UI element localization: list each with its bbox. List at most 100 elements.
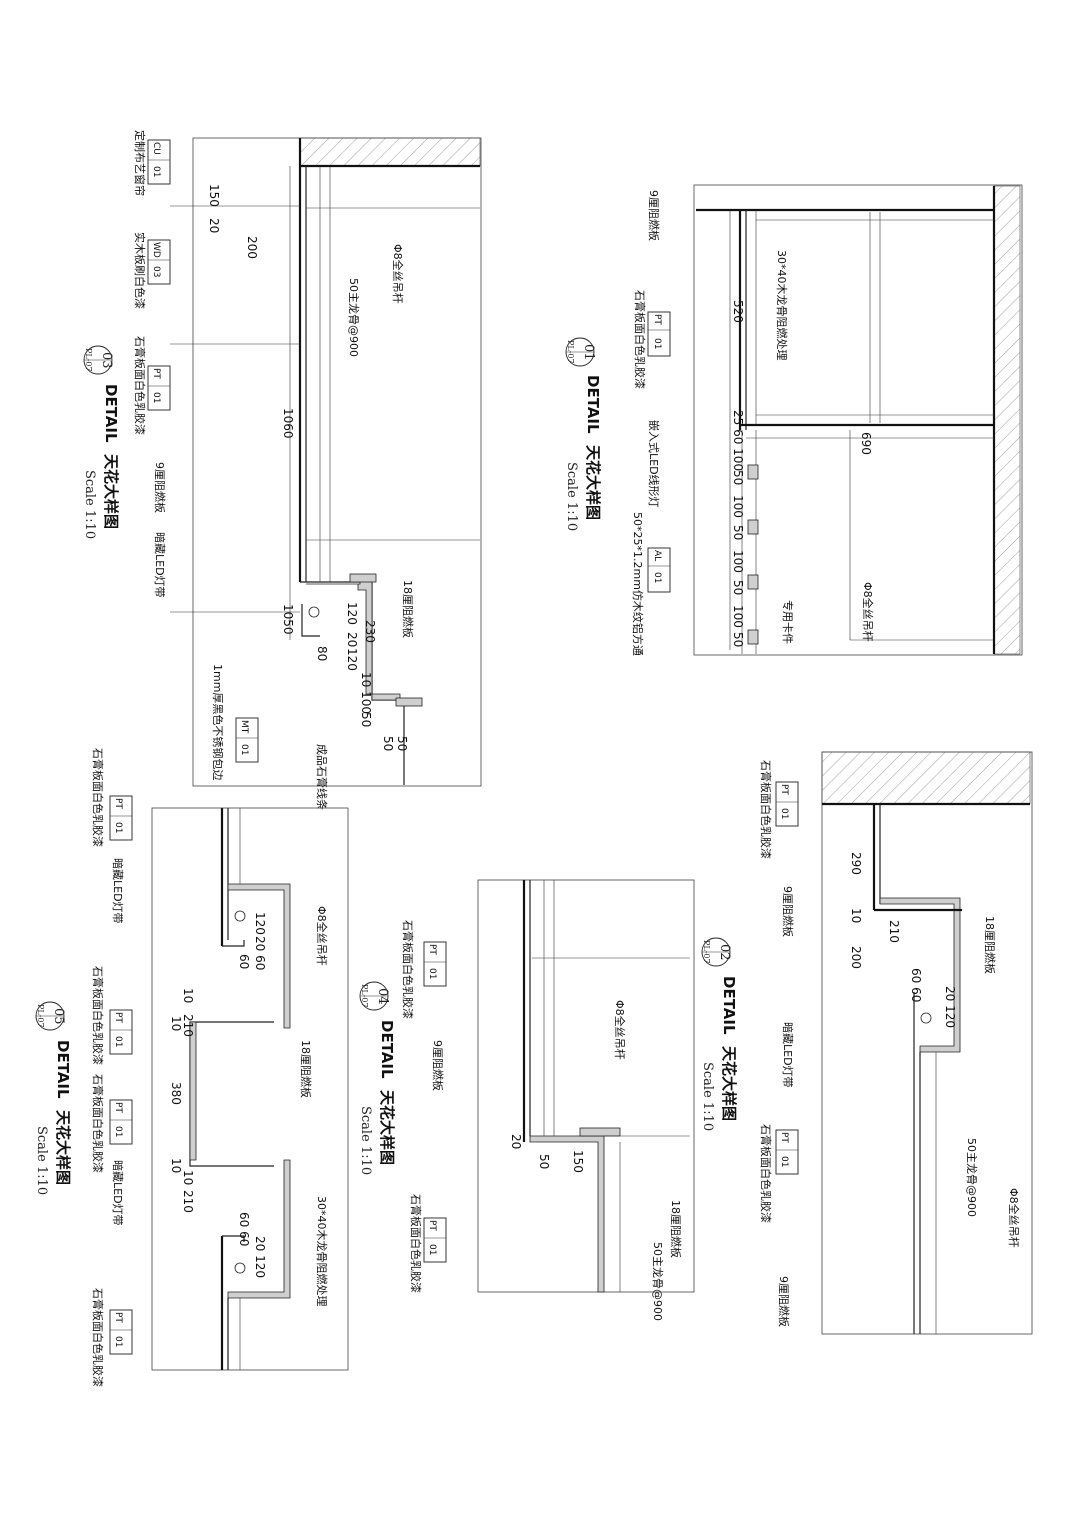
detail-05: 120 20 60 60 10 210 10 380 10 10 210 60 …: [34, 748, 349, 1387]
svg-text:02: 02: [717, 944, 732, 961]
svg-text:120: 120: [345, 602, 359, 625]
svg-text:PT: PT: [779, 1132, 789, 1143]
svg-text:Scale 1:10: Scale 1:10: [34, 1126, 49, 1195]
svg-text:01: 01: [151, 166, 161, 177]
detail-03-title: 03 PL-07 DETAIL 天花大样图 Scale 1:10: [82, 345, 120, 539]
svg-text:03: 03: [99, 352, 114, 369]
svg-text:100: 100: [731, 495, 745, 518]
detail-05-notes: 石膏板面白色乳胶漆 PT 01 暗藏LED灯带 Φ8全丝吊杆 石膏板面白色乳胶漆…: [91, 748, 329, 1387]
svg-text:PT: PT: [427, 1220, 437, 1231]
svg-text:210: 210: [181, 1190, 195, 1213]
svg-text:20: 20: [207, 218, 221, 233]
svg-text:石膏板面白色乳胶漆: 石膏板面白色乳胶漆: [633, 290, 647, 389]
svg-text:20 120: 20 120: [943, 986, 957, 1028]
svg-text:天花大样图: 天花大样图: [54, 1110, 72, 1185]
svg-text:实木板刷白色漆: 实木板刷白色漆: [133, 232, 147, 309]
wall-hatch: [299, 137, 481, 167]
svg-text:05: 05: [51, 1008, 66, 1025]
svg-text:石膏板面白色乳胶漆: 石膏板面白色乳胶漆: [91, 966, 105, 1065]
svg-text:PT: PT: [113, 1102, 123, 1113]
detail-03-notes: 定制布艺窗帘 CU 01 实木板刷白色漆 WD 03 石膏板面白色乳胶漆 PT …: [133, 130, 415, 810]
svg-text:120: 120: [345, 648, 359, 671]
svg-text:石膏板面白色乳胶漆: 石膏板面白色乳胶漆: [91, 1288, 105, 1387]
detail-01-dims: 520 25 60 100 50 100 50 100 50 100 50 69…: [729, 210, 994, 650]
svg-text:暗藏LED灯带: 暗藏LED灯带: [111, 858, 125, 924]
svg-text:50*25*1.2mm仿木纹铝方通: 50*25*1.2mm仿木纹铝方通: [631, 512, 645, 656]
svg-text:DETAIL: DETAIL: [720, 976, 738, 1035]
svg-text:天花大样图: 天花大样图: [720, 1046, 738, 1121]
svg-text:PT: PT: [113, 1012, 123, 1023]
detail-05-dims: 120 20 60 60 10 210 10 380 10 10 210 60 …: [169, 912, 267, 1278]
svg-text:PL-07: PL-07: [360, 984, 369, 1008]
svg-text:DETAIL: DETAIL: [584, 375, 602, 434]
svg-text:10: 10: [181, 1170, 195, 1185]
svg-text:9厘阻燃板: 9厘阻燃板: [153, 462, 167, 513]
svg-text:50: 50: [731, 632, 745, 647]
svg-text:嵌入式LED线形灯: 嵌入式LED线形灯: [647, 420, 661, 508]
svg-text:20: 20: [509, 1134, 523, 1149]
svg-text:Φ8全丝吊杆: Φ8全丝吊杆: [1007, 1188, 1021, 1248]
detail-04-dims: 20 50 150: [509, 1134, 585, 1173]
svg-text:石膏板面白色乳胶漆: 石膏板面白色乳胶漆: [133, 336, 147, 435]
svg-text:10: 10: [181, 988, 195, 1003]
svg-text:10: 10: [169, 1158, 183, 1173]
svg-text:01: 01: [427, 1244, 437, 1255]
slab-hatch: [821, 751, 1031, 805]
detail-01-title: 01 PL-07 DETAIL 天花大样图 Scale 1:10: [564, 337, 602, 531]
svg-text:9厘阻燃板: 9厘阻燃板: [781, 886, 795, 937]
svg-text:PL-07: PL-07: [566, 340, 575, 364]
svg-text:专用卡件: 专用卡件: [781, 600, 795, 644]
svg-text:50: 50: [731, 470, 745, 485]
svg-text:Φ8全丝吊杆: Φ8全丝吊杆: [391, 244, 405, 304]
svg-text:WD: WD: [151, 242, 161, 258]
svg-text:120: 120: [253, 912, 267, 935]
svg-text:1050: 1050: [281, 604, 295, 635]
svg-text:50: 50: [395, 736, 409, 751]
svg-text:天花大样图: 天花大样图: [584, 445, 602, 520]
svg-text:60 60: 60 60: [237, 1212, 251, 1246]
svg-text:210: 210: [887, 920, 901, 943]
svg-text:石膏板面白色乳胶漆: 石膏板面白色乳胶漆: [409, 1194, 423, 1293]
svg-text:80: 80: [315, 646, 329, 661]
svg-text:Φ8全丝吊杆: Φ8全丝吊杆: [315, 906, 329, 966]
svg-text:210: 210: [181, 1014, 195, 1037]
svg-text:200: 200: [245, 236, 259, 259]
svg-text:石膏板面白色乳胶漆: 石膏板面白色乳胶漆: [759, 1124, 773, 1223]
svg-text:20 120: 20 120: [253, 1236, 267, 1278]
svg-text:18厘阻燃板: 18厘阻燃板: [669, 1200, 683, 1258]
svg-text:DETAIL: DETAIL: [378, 1020, 396, 1079]
svg-text:10: 10: [849, 908, 863, 923]
svg-text:150: 150: [571, 1150, 585, 1173]
svg-text:PT: PT: [113, 1312, 123, 1323]
svg-text:01: 01: [113, 1336, 123, 1347]
svg-text:石膏板面白色乳胶漆: 石膏板面白色乳胶漆: [759, 760, 773, 859]
svg-text:50: 50: [731, 580, 745, 595]
svg-text:CU: CU: [151, 142, 161, 155]
svg-text:20 60: 20 60: [253, 936, 267, 970]
svg-text:01: 01: [113, 822, 123, 833]
slab-hatch: [993, 185, 1021, 655]
svg-text:50主龙骨@900: 50主龙骨@900: [965, 1138, 978, 1217]
svg-text:50主龙骨@900: 50主龙骨@900: [347, 278, 360, 357]
svg-text:01: 01: [113, 1126, 123, 1137]
svg-text:690: 690: [859, 432, 873, 455]
svg-text:01: 01: [239, 744, 249, 755]
detail-03: 150 20 200 1060 1050 120 20 120 230 80 1…: [82, 130, 482, 810]
svg-text:成品石膏线条: 成品石膏线条: [315, 744, 329, 810]
svg-text:60 60: 60 60: [909, 968, 923, 1002]
svg-text:Scale 1:10: Scale 1:10: [358, 1106, 373, 1175]
svg-text:230: 230: [363, 620, 377, 643]
svg-text:50: 50: [381, 736, 395, 751]
svg-text:MT: MT: [239, 720, 249, 734]
svg-text:天花大样图: 天花大样图: [102, 454, 120, 529]
svg-text:Scale 1:10: Scale 1:10: [700, 1062, 715, 1131]
detail-04: 20 50 150 石膏板面白色乳胶漆 PT 01 Φ8全丝吊杆 9厘阻燃板 1…: [358, 879, 695, 1321]
svg-text:18厘阻燃板: 18厘阻燃板: [299, 1040, 313, 1098]
svg-text:10: 10: [169, 1016, 183, 1031]
detail-01-notes: 9厘阻燃板 30*40木龙骨阻燃处理 石膏板面白色乳胶漆 PT 01 嵌入式LE…: [631, 190, 875, 656]
svg-text:01: 01: [652, 572, 662, 583]
detail-04-notes: 石膏板面白色乳胶漆 PT 01 Φ8全丝吊杆 9厘阻燃板 18厘阻燃板 石膏板面…: [401, 920, 683, 1321]
svg-text:100: 100: [731, 550, 745, 573]
svg-text:1mm厚黑色不锈钢包边: 1mm厚黑色不锈钢包边: [211, 664, 225, 780]
svg-text:200: 200: [849, 946, 863, 969]
